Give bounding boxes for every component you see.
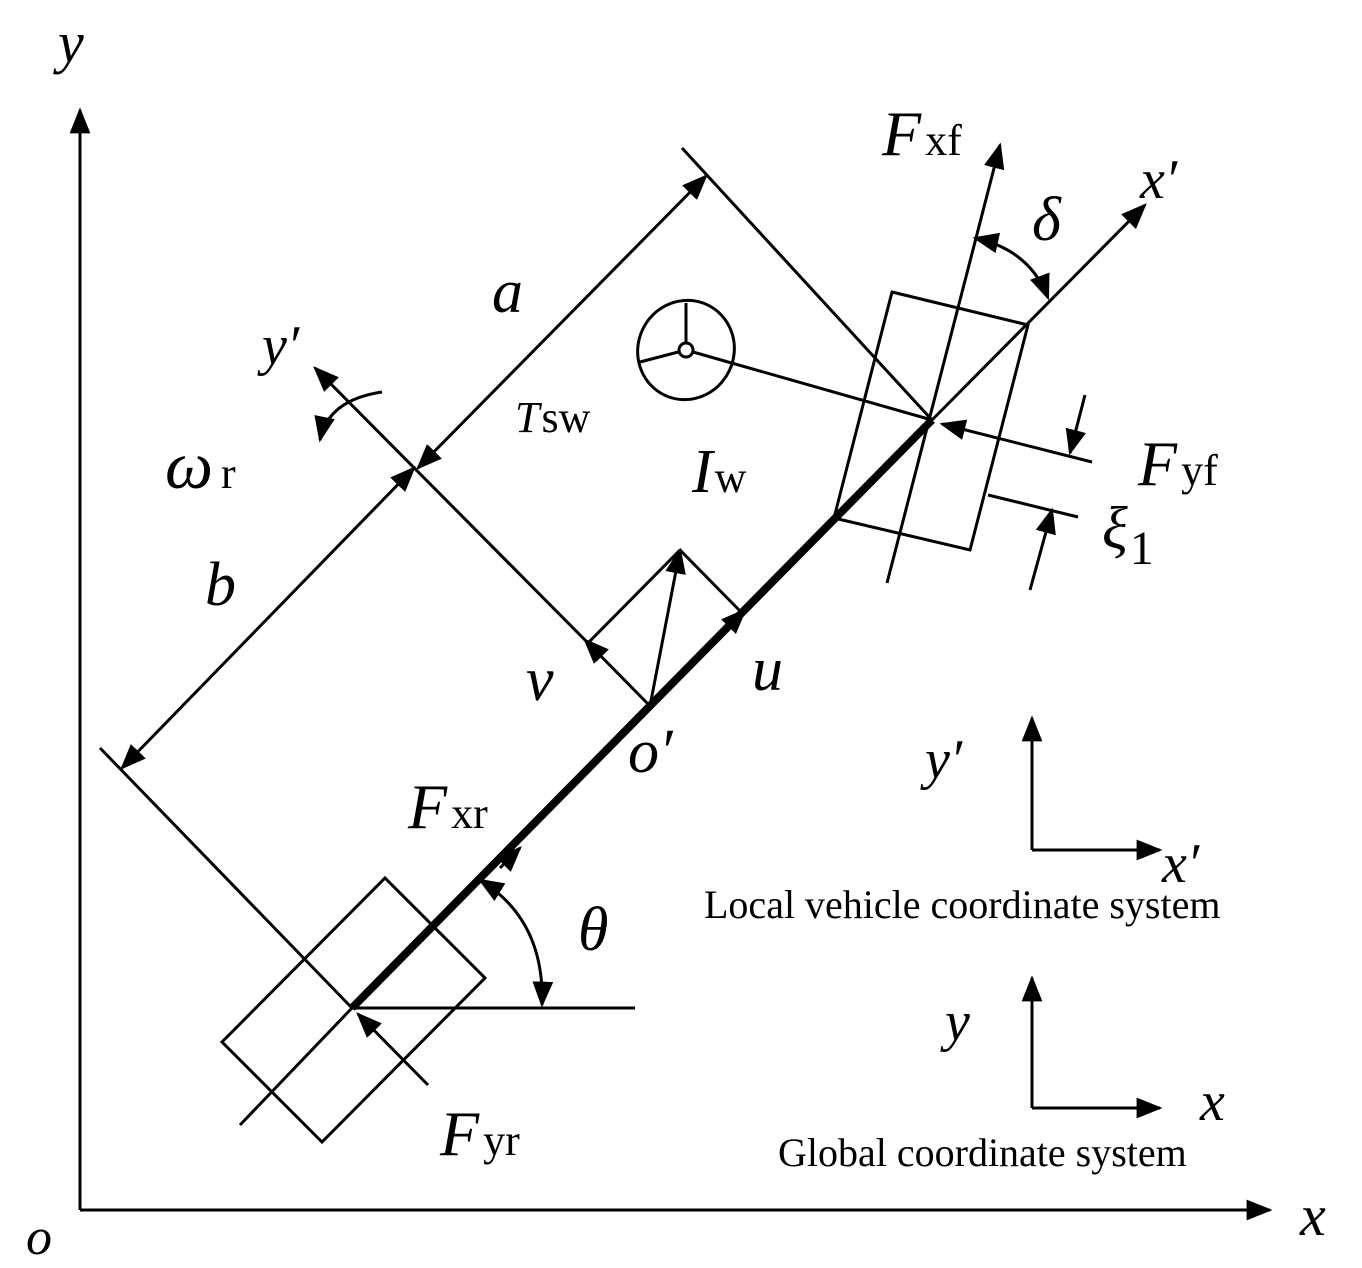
local-y-axis <box>313 366 587 642</box>
legend-global-y-label: y <box>940 991 970 1053</box>
velocity-decomposition <box>583 547 747 708</box>
legend-local-title: Local vehicle coordinate system <box>704 882 1220 927</box>
velocity-vector <box>648 547 686 707</box>
dimension-b-label: b <box>205 551 236 619</box>
steering-angle-arc <box>972 232 1050 301</box>
local-x-axis <box>930 203 1147 422</box>
rear-longitudinal-force-arrow <box>496 846 522 872</box>
steering-wheel-hub <box>677 341 695 359</box>
rear-longitudinal-force-label: Fxr <box>407 771 488 842</box>
global-x-axis-label: x <box>1299 1183 1326 1248</box>
legend-local-x-label: x′ <box>1161 833 1200 895</box>
legend-global-title: Global coordinate system <box>778 1130 1187 1175</box>
steering-column <box>685 348 933 422</box>
yaw-rate-arc <box>314 390 383 443</box>
steering-torque-label: Tsw <box>515 393 591 442</box>
heading-angle-arc <box>477 878 554 1008</box>
heading-angle-label: θ <box>578 896 608 964</box>
velocity-box-top-left <box>586 548 682 645</box>
offset-label: ξ1 <box>1102 495 1154 575</box>
rear-lateral-force-arrow <box>356 1012 430 1087</box>
rear-wheel-rectangle <box>219 875 488 1145</box>
global-y-axis-label: y <box>53 10 84 75</box>
longitudinal-velocity-arrow <box>648 608 747 708</box>
offset-extension-line <box>987 493 1079 519</box>
dimension-b-line <box>120 466 416 770</box>
origin-label: o <box>26 1209 52 1266</box>
legend-global-x-label: x <box>1199 1071 1225 1133</box>
steering-wheel-rim <box>636 298 736 402</box>
steering-inertia-label: Iw <box>691 438 747 506</box>
front-extension-line <box>680 146 934 422</box>
global-coordinate-legend: y x Global coordinate system <box>778 975 1225 1175</box>
front-lateral-force-arrow <box>939 419 1093 464</box>
global-axes: y x o <box>26 10 1326 1266</box>
legend-local-y-label: y′ <box>920 729 963 791</box>
offset-arrow-bottom <box>1028 507 1056 591</box>
rear-extension-line <box>98 746 354 1010</box>
velocity-box-top-right <box>678 548 744 615</box>
local-x-axis-label: x′ <box>1139 149 1178 211</box>
front-longitudinal-force-label: Fxf <box>881 98 962 169</box>
front-wheel-axis <box>885 142 1005 584</box>
offset-arrow-top <box>1065 394 1087 456</box>
center-of-mass-label: o′ <box>628 718 674 786</box>
front-lateral-force-label: Fyf <box>1137 428 1218 499</box>
steering-angle-label: δ <box>1032 186 1062 254</box>
rear-lateral-force-label: Fyr <box>439 1098 520 1169</box>
lateral-velocity-label: v <box>526 646 554 714</box>
front-wheel <box>832 142 1030 584</box>
dimension-a-line <box>416 174 708 470</box>
dimension-a-label: a <box>492 258 523 326</box>
steering-wheel <box>636 298 933 422</box>
longitudinal-velocity-label: u <box>752 636 783 704</box>
local-coordinate-legend: y′ x′ Local vehicle coordinate system <box>704 715 1220 927</box>
local-y-axis-label: y′ <box>257 315 300 377</box>
rear-wheel-axis-extension <box>238 1006 354 1127</box>
lateral-velocity-arrow <box>583 638 652 708</box>
front-wheel-rectangle <box>832 290 1030 552</box>
